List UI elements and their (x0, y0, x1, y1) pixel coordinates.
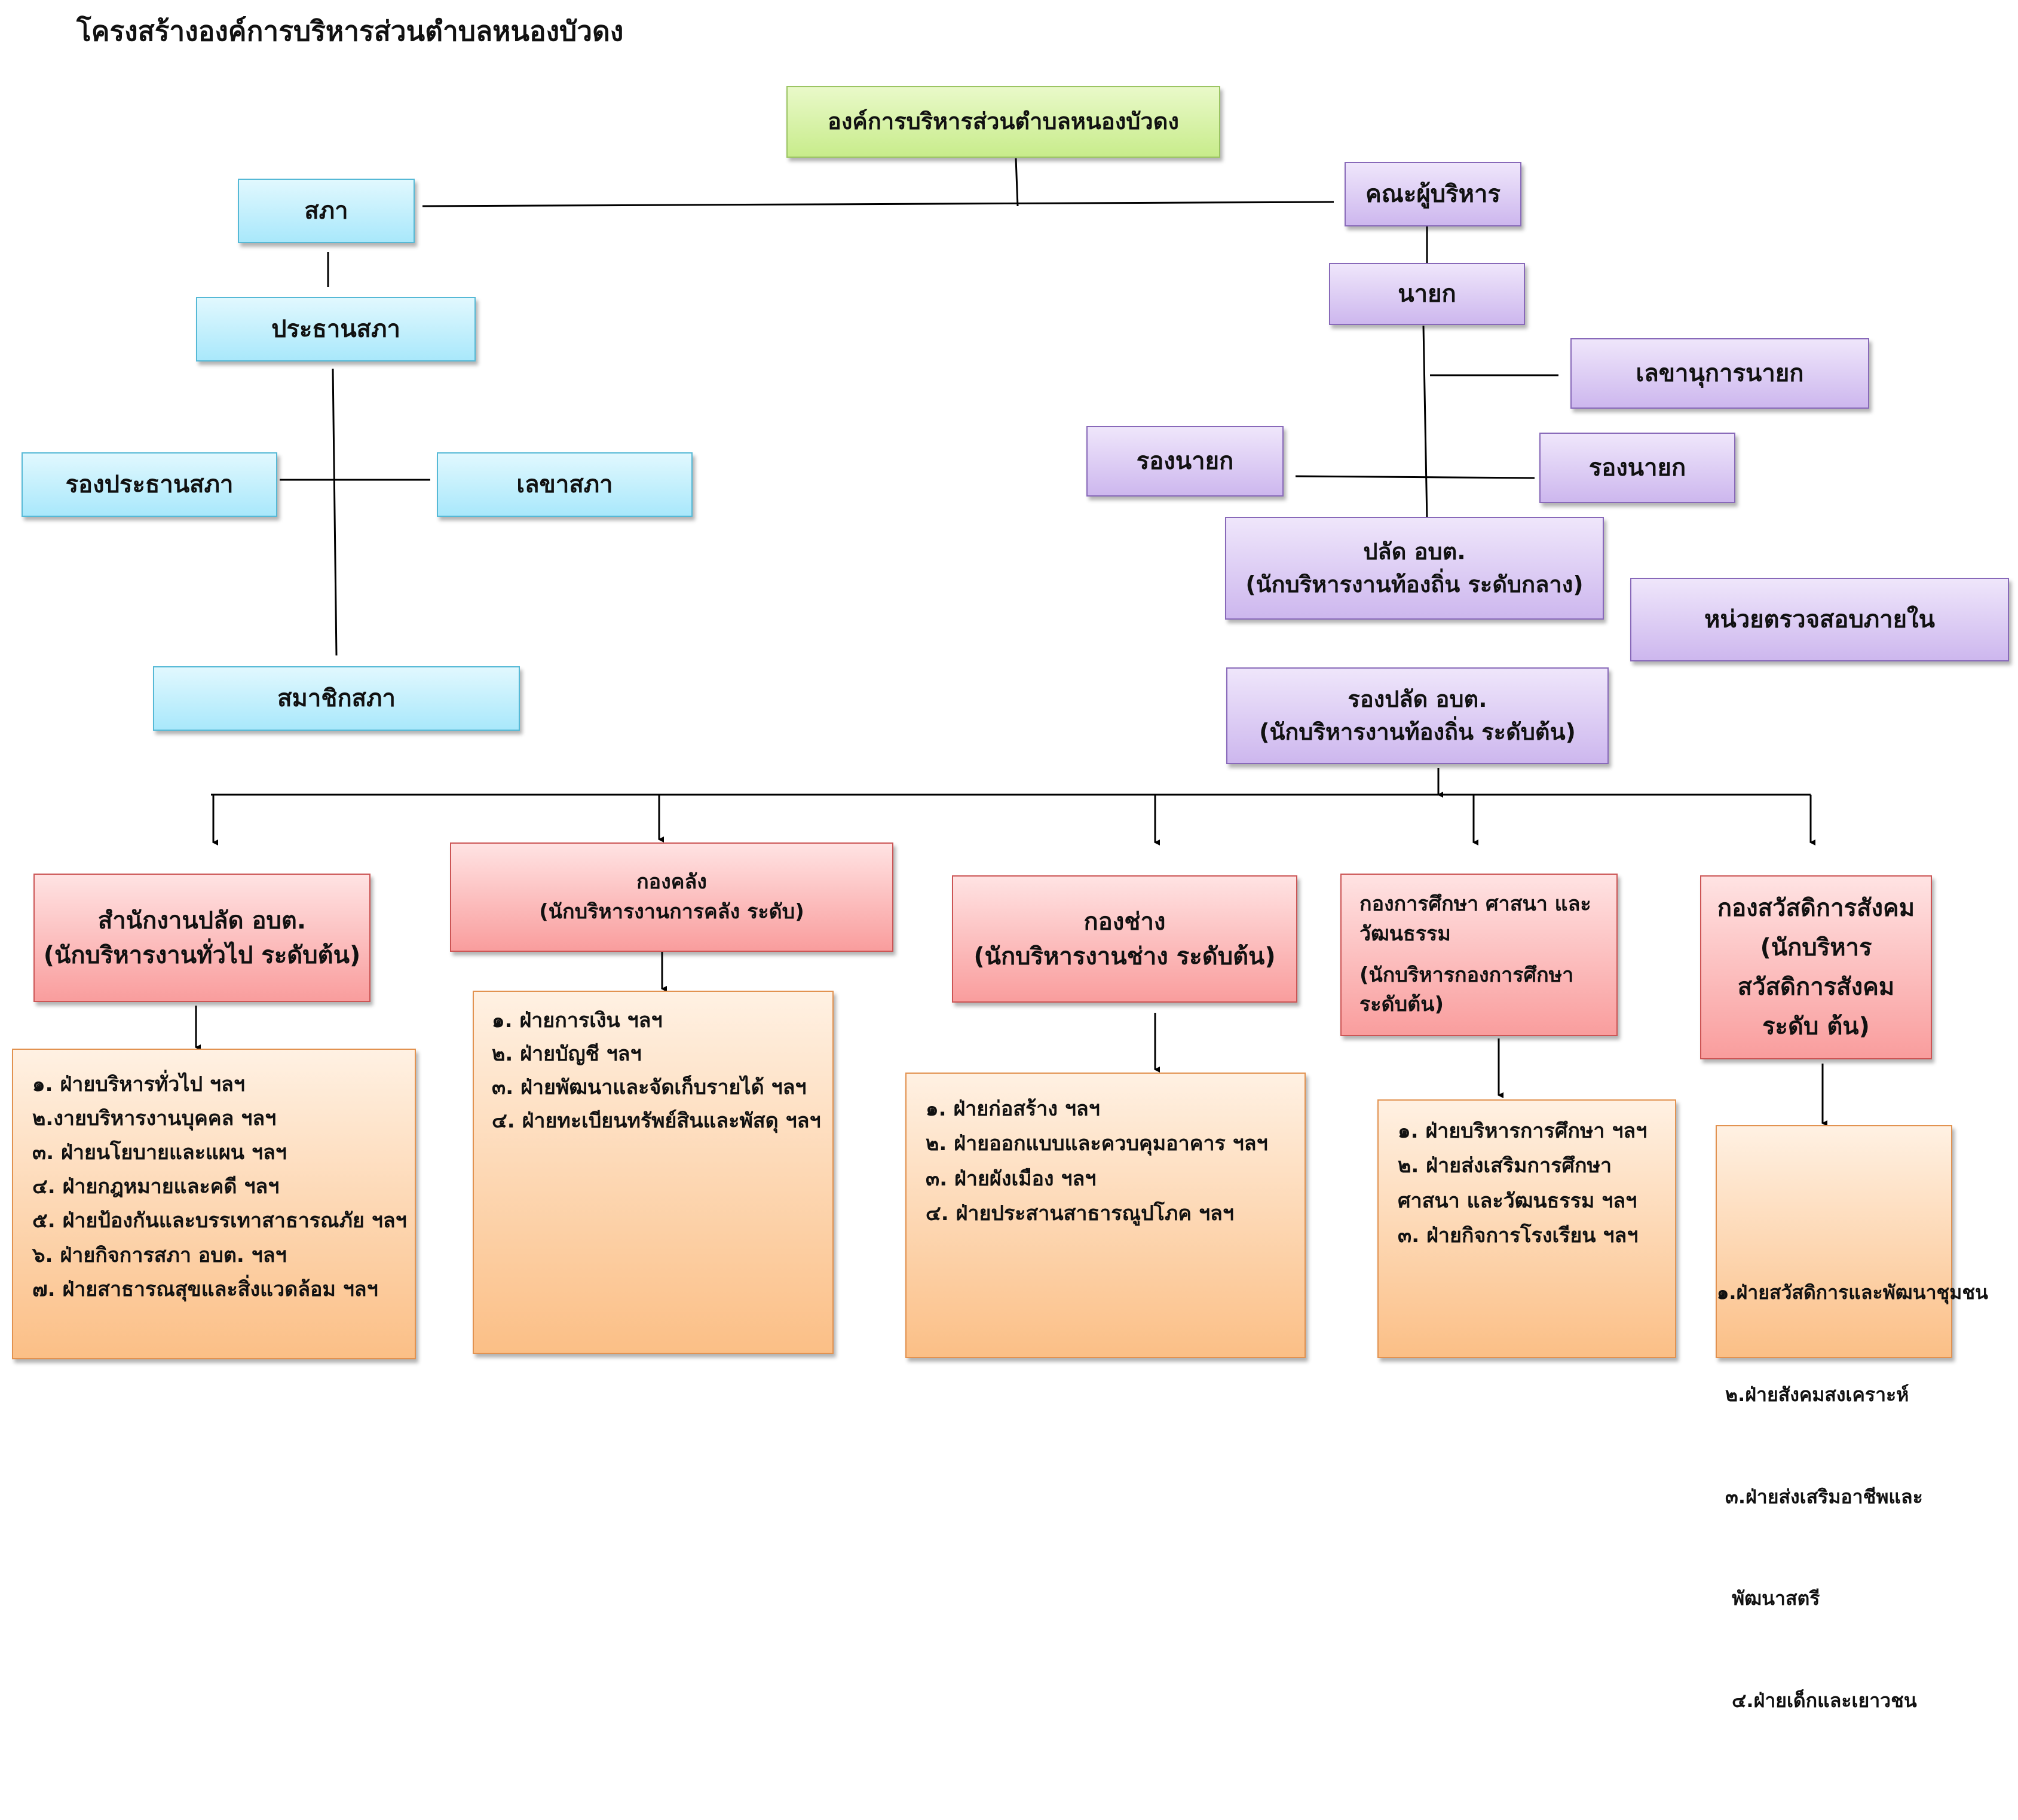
dept-welfare-label-line1: กองสวัสดิการสังคม (1717, 894, 1915, 922)
root-node-label: องค์การบริหารส่วนตำบลหนองบัวดง (828, 108, 1179, 135)
list-item: ศาสนา และวัฒนธรรม ฯลฯ (1398, 1188, 1637, 1213)
dept-education-label-line2: วัฒนธรรม (1359, 921, 1451, 946)
council-node-label: สภา (304, 197, 348, 225)
list-item: พัฒนาสตรี (1725, 1587, 1820, 1610)
council-node: สภา (238, 179, 415, 243)
list-item: ๒.ฝ่ายสังคมสงเคราะห์ (1725, 1383, 1909, 1406)
connector-lines (195, 158, 1827, 1126)
list-item: ๓. ฝ่ายผังเมือง ฯลฯ (926, 1166, 1097, 1191)
dept-office-label-line2: (นักบริหารงานทั่วไป ระดับต้น) (43, 941, 361, 969)
list-item: ๑.ฝ่ายสวัสดิการและพัฒนาชุมชน (1717, 1280, 1988, 1304)
mayor-secretary-node: เลขานุการนายก (1570, 338, 1869, 409)
clerk-label-line1: ปลัด อบต. (1363, 538, 1466, 565)
list-item: ๓.ฝ่ายส่งเสริมอาชีพและ (1725, 1485, 1923, 1508)
list-item: ๑. ฝ่ายก่อสร้าง ฯลฯ (926, 1097, 1100, 1121)
deputy-mayor-right-label: รองนายก (1588, 454, 1686, 482)
list-item: ๑. ฝ่ายบริหารการศึกษา ฯลฯ (1398, 1119, 1648, 1143)
dept-education-label-line1: กองการศึกษา ศาสนา และ (1359, 892, 1591, 917)
dept-office-label-line1: สำนักงานปลัด อบต. (97, 906, 307, 934)
dept-engineering-label-line2: (นักบริหารงานช่าง ระดับต้น) (973, 942, 1276, 970)
clerk-node: ปลัด อบต. (นักบริหารงานท้องถิ่น ระดับกลา… (1225, 517, 1604, 620)
dept-welfare-label-line3: สวัสดิการสังคม (1737, 973, 1895, 1001)
list-item: ๒. ฝ่ายออกแบบและควบคุมอาคาร ฯลฯ (926, 1132, 1268, 1156)
engineering-units-list: ๑. ฝ่ายก่อสร้าง ฯลฯ ๒. ฝ่ายออกแบบและควบค… (905, 1073, 1306, 1358)
dept-engineering-label-line1: กองช่าง (1083, 908, 1166, 936)
dept-finance-label-line2: (นักบริหารงานการคลัง ระดับ) (539, 899, 804, 924)
deputy-mayor-right-node: รองนายก (1539, 433, 1735, 503)
list-item: ๔. ฝ่ายประสานสาธารณูปโภค ฯลฯ (926, 1202, 1234, 1226)
office-units-list: ๑. ฝ่ายบริหารทั่วไป ฯลฯ ๒.งายบริหารงานบุ… (12, 1049, 416, 1359)
mayor-secretary-label: เลขานุการนายก (1636, 360, 1804, 387)
council-president-node: ประธานสภา (196, 297, 476, 361)
dept-education-label-line4: (นักบริหารกองการศึกษา (1359, 963, 1574, 987)
dept-education-node: กองการศึกษา ศาสนา และ วัฒนธรรม (นักบริหา… (1340, 874, 1618, 1036)
deputy-mayor-left-label: รองนายก (1136, 448, 1234, 475)
vice-council-president-node: รองประธานสภา (22, 452, 277, 517)
dept-finance-node: กองคลัง (นักบริหารงานการคลัง ระดับ) (450, 842, 893, 952)
list-item: ๓. ฝ่ายพัฒนาและจัดเก็บรายได้ ฯลฯ (492, 1076, 807, 1100)
dept-education-label-line5: ระดับต้น) (1359, 992, 1444, 1017)
internal-audit-label: หน่วยตรวจสอบภายใน (1704, 606, 1935, 633)
executives-node: คณะผู้บริหาร (1345, 162, 1521, 226)
welfare-units-list: ๑.ฝ่ายสวัสดิการและพัฒนาชุมชน ๒.ฝ่ายสังคม… (1716, 1125, 1988, 1712)
mayor-label: นายก (1398, 280, 1456, 308)
list-item: ๔. ฝ่ายกฎหมายและคดี ฯลฯ (32, 1175, 280, 1199)
dept-finance-label-line1: กองคลัง (636, 870, 707, 894)
council-secretary-label: เลขาสภา (516, 471, 613, 498)
deputy-clerk-label-line2: (นักบริหารงานท้องถิ่น ระดับต้น) (1259, 719, 1576, 745)
dept-office-node: สำนักงานปลัด อบต. (นักบริหารงานทั่วไป ระ… (33, 874, 370, 1002)
education-units-list: ๑. ฝ่ายบริหารการศึกษา ฯลฯ ๒. ฝ่ายส่งเสริ… (1377, 1099, 1676, 1358)
list-item: ๕. ฝ่ายป้องกันและบรรเทาสาธารณภัย ฯลฯ (32, 1209, 407, 1233)
vice-council-president-label: รองประธานสภา (65, 471, 234, 498)
council-members-label: สมาชิกสภา (277, 685, 396, 712)
council-secretary-node: เลขาสภา (437, 452, 693, 517)
mayor-node: นายก (1329, 263, 1525, 325)
list-item: ๔. ฝ่ายทะเบียนทรัพย์สินและพัสดุ ฯลฯ (492, 1109, 821, 1133)
council-members-node: สมาชิกสภา (153, 666, 520, 731)
list-item: ๗. ฝ่ายสาธารณสุขและสิ่งแวดล้อม ฯลฯ (32, 1277, 378, 1301)
deputy-mayor-left-node: รองนายก (1086, 426, 1284, 497)
list-item: ๒.งายบริหารงานบุคคล ฯลฯ (32, 1107, 277, 1131)
list-item: ๖. ฝ่ายกิจการสภา อบต. ฯลฯ (32, 1243, 287, 1267)
list-item: ๒. ฝ่ายบัญชี ฯลฯ (492, 1042, 642, 1067)
list-item: ๓. ฝ่ายกิจการโรงเรียน ฯลฯ (1398, 1224, 1639, 1248)
list-item: ๓. ฝ่ายนโยบายและแผน ฯลฯ (32, 1141, 287, 1165)
clerk-label-line2: (นักบริหารงานท้องถิ่น ระดับกลาง) (1245, 571, 1584, 598)
list-item: ๔.ฝ่ายเด็กและเยาวชน (1725, 1689, 1917, 1712)
dept-welfare-label-line2: (นักบริหาร (1760, 934, 1872, 961)
dept-welfare-label-line4: ระดับ ต้น) (1762, 1013, 1870, 1040)
finance-units-list: ๑. ฝ่ายการเงิน ฯลฯ ๒. ฝ่ายบัญชี ฯลฯ ๓. ฝ… (473, 991, 834, 1354)
deputy-clerk-label-line1: รองปลัด อบต. (1348, 685, 1487, 712)
list-item: ๒. ฝ่ายส่งเสริมการศึกษา (1398, 1154, 1612, 1178)
executives-label: คณะผู้บริหาร (1365, 180, 1501, 208)
internal-audit-node: หน่วยตรวจสอบภายใน (1630, 578, 2009, 661)
root-node: องค์การบริหารส่วนตำบลหนองบัวดง (786, 86, 1220, 158)
deputy-clerk-node: รองปลัด อบต. (นักบริหารงานท้องถิ่น ระดับ… (1226, 667, 1609, 764)
council-president-label: ประธานสภา (271, 315, 400, 343)
dept-engineering-node: กองช่าง (นักบริหารงานช่าง ระดับต้น) (952, 875, 1297, 1003)
list-item: ๑. ฝ่ายบริหารทั่วไป ฯลฯ (32, 1073, 245, 1096)
dept-welfare-node: กองสวัสดิการสังคม (นักบริหาร สวัสดิการสั… (1700, 875, 1932, 1059)
page-title: โครงสร้างองค์การบริหารส่วนตำบลหนองบัวดง (76, 15, 624, 47)
list-item: ๑. ฝ่ายการเงิน ฯลฯ (492, 1009, 663, 1032)
